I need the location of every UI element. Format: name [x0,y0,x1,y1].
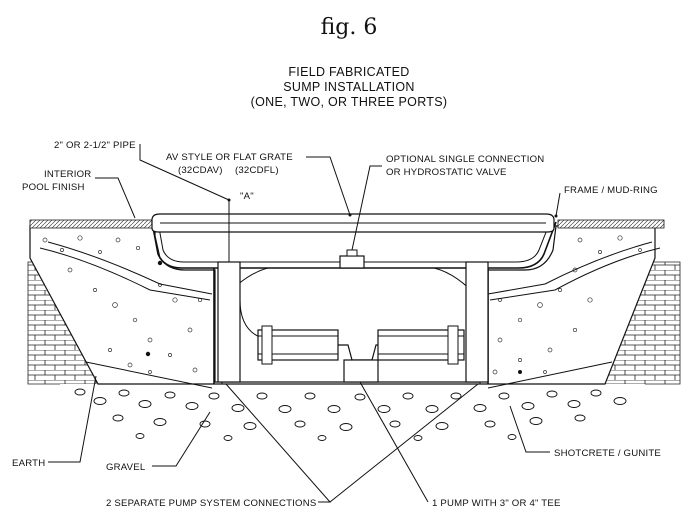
label-interior-1: INTERIOR [44,169,91,180]
label-grate-1: AV STYLE OR FLAT GRATE [166,152,293,163]
pipe-riser [217,200,263,383]
shotcrete-body [29,225,656,385]
label-pump-connections: 2 SEPARATE PUMP SYSTEM CONNECTIONS [106,498,316,509]
figure-label: fig. 6 [321,15,378,40]
hydrostatic-valve [339,249,365,269]
label-grate-2: (32CDAV) [178,165,223,176]
gravel-bed [60,384,645,444]
label-valve-1: OPTIONAL SINGLE CONNECTION [386,154,544,165]
label-gravel: GRAVEL [106,462,146,473]
label-shotcrete: SHOTCRETE / GUNITE [554,448,661,459]
pump-connection-pipes [257,261,489,383]
label-detail-a: "A" [240,191,254,202]
label-earth: EARTH [12,458,45,469]
heading-line-3: (ONE, TWO, OR THREE PORTS) [251,95,448,109]
leader-lines [48,144,561,503]
heading-line-2: SUMP INSTALLATION [283,80,415,94]
label-grate-3: (32CDFL) [235,165,279,176]
label-valve-2: OR HYDROSTATIC VALVE [386,167,507,178]
label-pipe: 2" OR 2-1/2" PIPE [54,140,136,151]
pool-finish-right [557,219,665,229]
label-pump-tee: 1 PUMP WITH 3" OR 4" TEE [432,498,561,509]
pool-finish-left [29,219,153,229]
grate [151,213,555,233]
label-interior-2: POOL FINISH [22,182,85,193]
label-frame: FRAME / MUD-RING [564,185,658,196]
heading-line-1: FIELD FABRICATED [288,65,409,79]
